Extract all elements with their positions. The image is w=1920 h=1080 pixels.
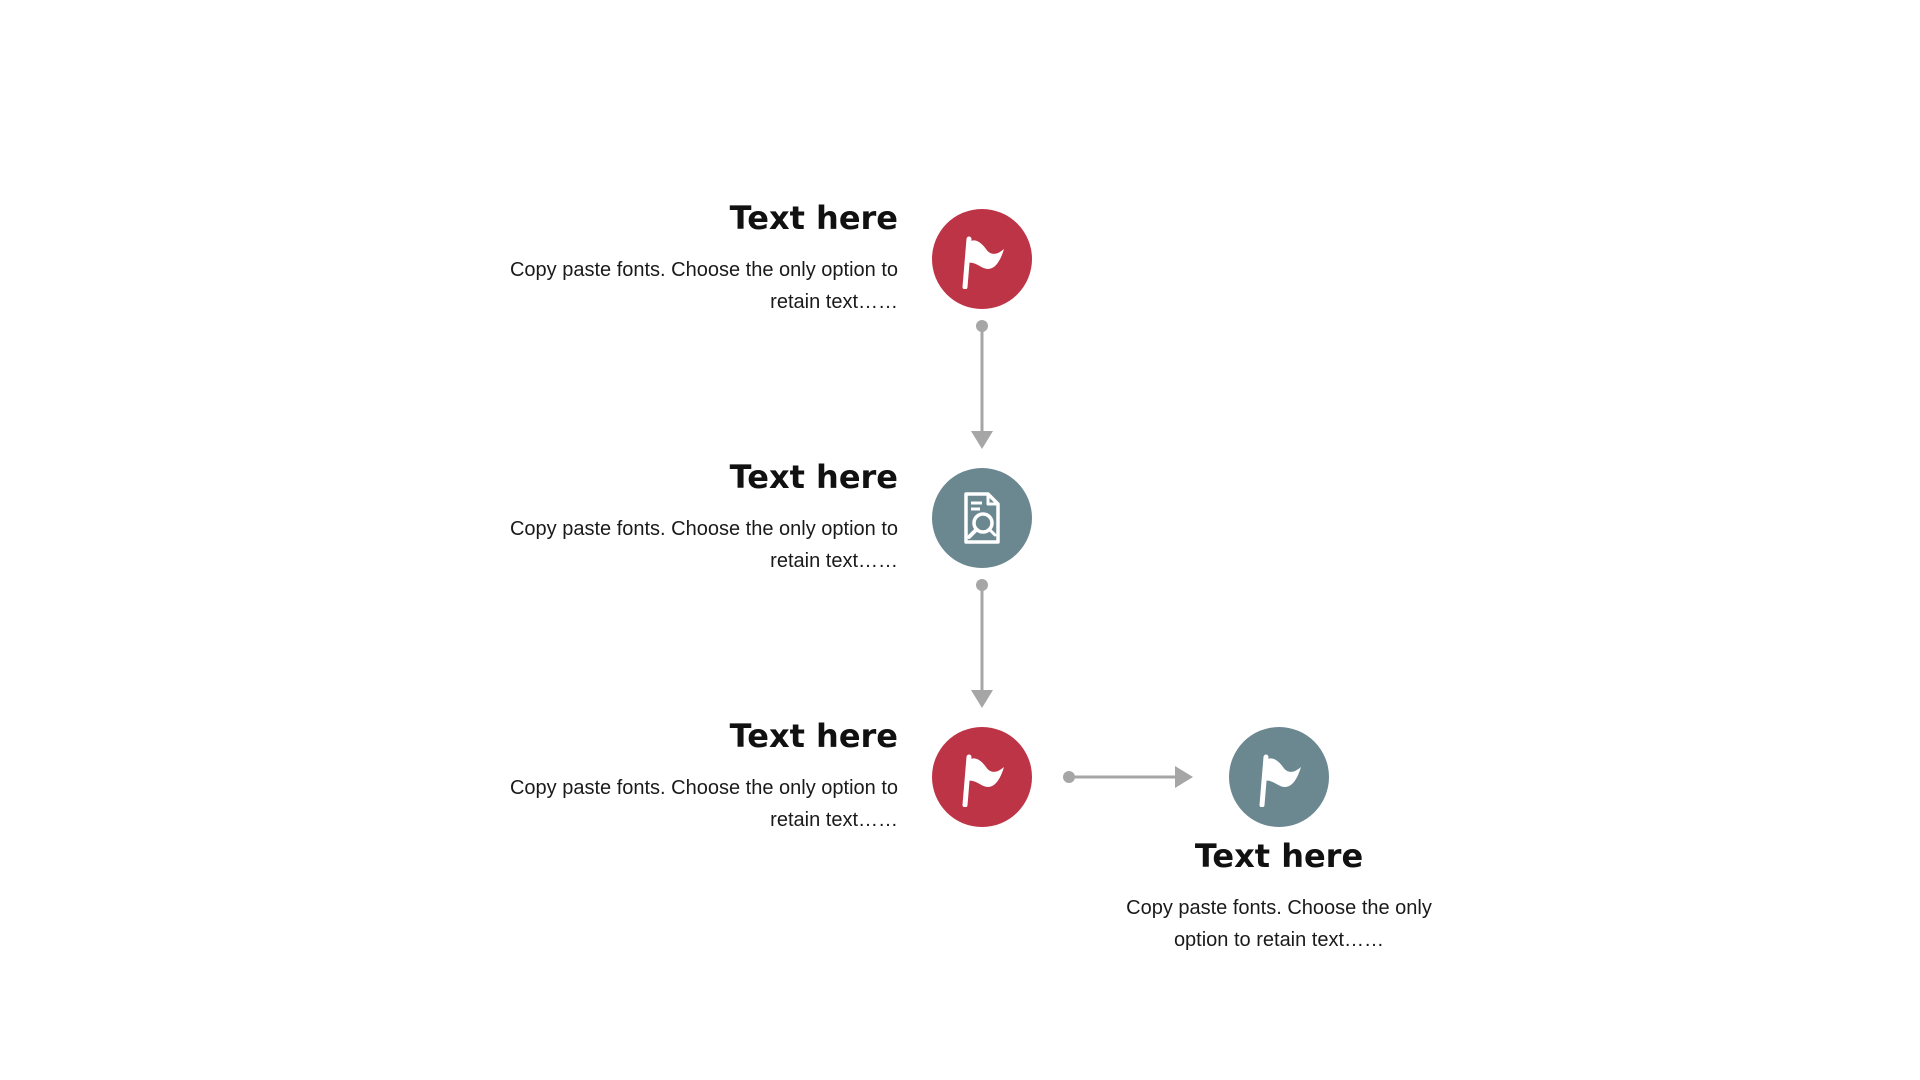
connector-2-3 <box>971 579 993 708</box>
connector-1-2 <box>971 320 993 449</box>
step-3-description: Copy paste fonts. Choose the only option… <box>509 777 898 831</box>
step-4-circle <box>1229 727 1329 827</box>
step-3-circle <box>932 727 1032 827</box>
step-4-description: Copy paste fonts. Choose the only option… <box>1126 897 1432 951</box>
flag-icon <box>1259 754 1301 807</box>
step-3-text: Text here Copy paste fonts. Choose the o… <box>458 716 898 836</box>
step-1-text: Text here Copy paste fonts. Choose the o… <box>458 198 898 318</box>
connector-3-4 <box>1063 766 1193 788</box>
document-search-icon <box>964 492 1000 544</box>
step-2-heading: Text here <box>729 458 898 496</box>
step-2-circle <box>932 468 1032 568</box>
step-2-text: Text here Copy paste fonts. Choose the o… <box>458 457 898 577</box>
step-1-heading: Text here <box>729 199 898 237</box>
flag-icon <box>962 754 1004 807</box>
flag-icon <box>962 236 1004 289</box>
step-4-text: Text here Copy paste fonts. Choose the o… <box>1118 836 1440 956</box>
step-1-circle <box>932 209 1032 309</box>
step-2-description: Copy paste fonts. Choose the only option… <box>509 518 898 572</box>
step-3-heading: Text here <box>729 717 898 755</box>
step-1-description: Copy paste fonts. Choose the only option… <box>509 259 898 313</box>
step-4-heading: Text here <box>1194 837 1364 875</box>
